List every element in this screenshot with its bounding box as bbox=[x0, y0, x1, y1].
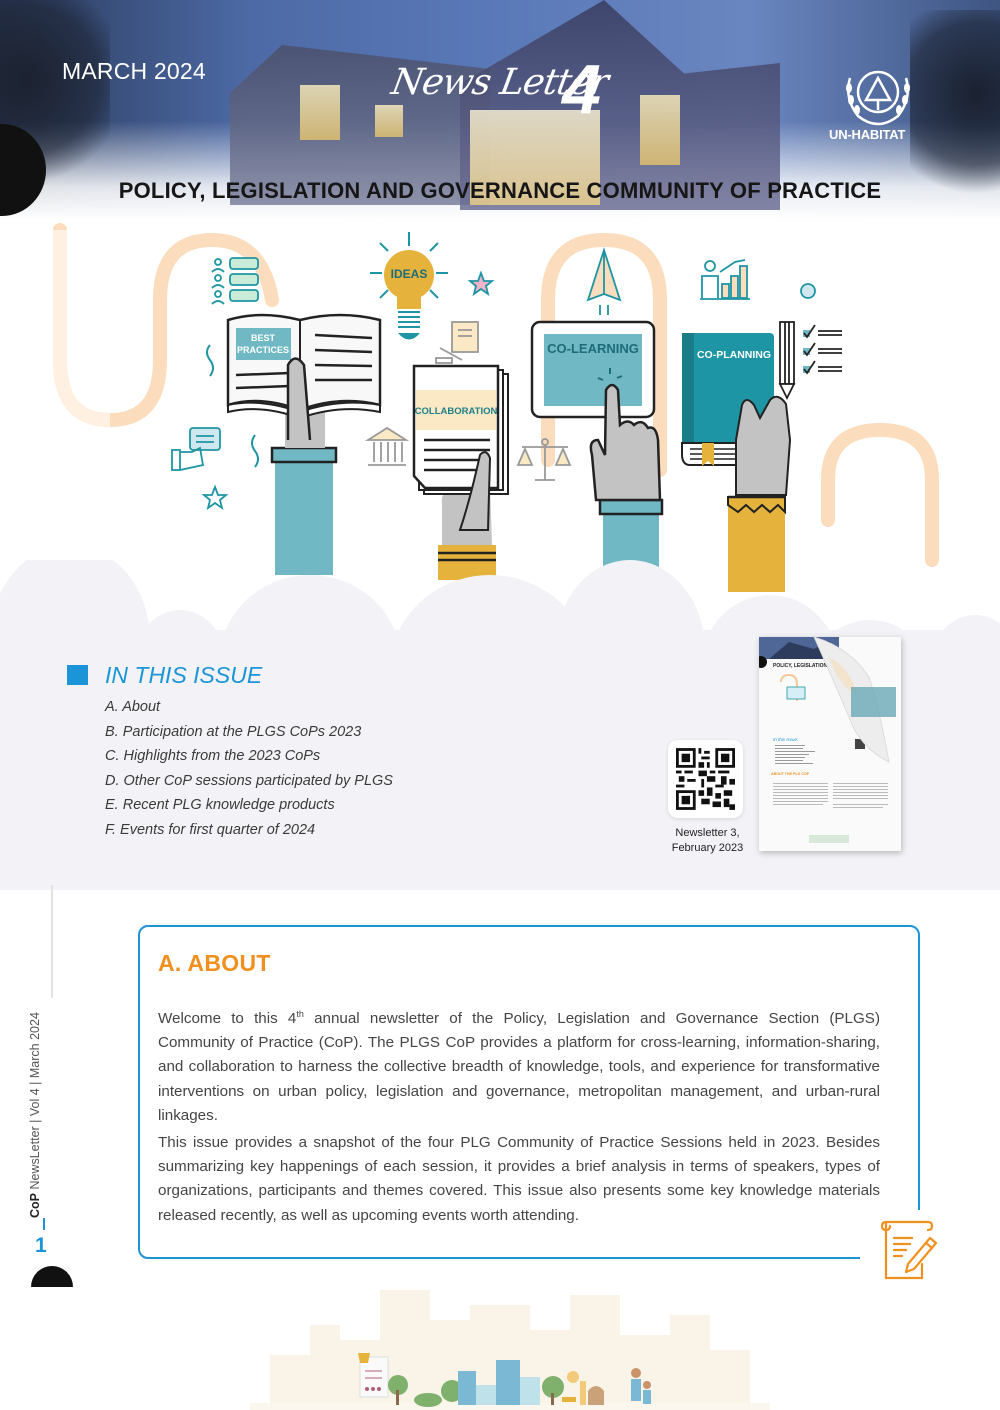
svg-text:ABOUT THE PLG COP: ABOUT THE PLG COP bbox=[771, 772, 810, 776]
thumbs-up-chat-icon bbox=[171, 427, 221, 471]
star-icon bbox=[467, 270, 495, 297]
svg-text:BEST: BEST bbox=[251, 333, 276, 343]
certificate-icon bbox=[358, 1353, 389, 1398]
svg-text:CO-PLANNING: CO-PLANNING bbox=[697, 349, 771, 361]
about-heading: A. ABOUT bbox=[158, 950, 271, 976]
toc-item[interactable]: B. Participation at the PLGS CoPs 2023 bbox=[105, 723, 362, 740]
qr-code-card[interactable] bbox=[668, 740, 743, 818]
about-paragraph: Welcome to this 4th annual newsletter of… bbox=[158, 1009, 880, 1124]
svg-text:PRACTICES: PRACTICES bbox=[237, 345, 289, 355]
about-paragraph: This issue provides a snapshot of the fo… bbox=[158, 1134, 880, 1224]
toc-item[interactable]: A. About bbox=[105, 699, 161, 715]
side-rail-line bbox=[51, 885, 53, 998]
notepad-pencil-icon bbox=[880, 1220, 938, 1280]
chat-people-icon bbox=[211, 257, 259, 305]
scales-icon bbox=[516, 438, 572, 481]
tree-silhouette bbox=[910, 10, 1000, 220]
qr-code-icon bbox=[676, 748, 735, 810]
page-number: 1 bbox=[35, 1234, 47, 1257]
checklist-icon bbox=[803, 324, 842, 375]
svg-text:CO-LEARNING: CO-LEARNING bbox=[547, 341, 639, 356]
rail-accent bbox=[43, 1218, 45, 1230]
tablet-icon: CO-LEARNING bbox=[530, 320, 656, 419]
svg-text:POLICY, LEGISLATION AN: POLICY, LEGISLATION AN bbox=[773, 663, 836, 669]
svg-text:IDEAS: IDEAS bbox=[391, 267, 428, 281]
section-marker-square bbox=[67, 665, 88, 685]
growth-chart-person-icon bbox=[700, 259, 750, 300]
gavel-document-icon bbox=[435, 321, 479, 364]
newsletter-number: 4 bbox=[562, 50, 601, 128]
building-photo bbox=[230, 45, 490, 205]
institution-building-icon bbox=[364, 426, 410, 466]
header-banner: MARCH 2024 News Letter 4 UN-HABITAT POLI… bbox=[0, 0, 1000, 220]
lightbulb-icon: IDEAS bbox=[370, 232, 448, 340]
toc-item[interactable]: D. Other CoP sessions participated by PL… bbox=[105, 772, 393, 789]
cover-thumbnail-image: POLICY, LEGISLATION AN In this Issue: AB… bbox=[759, 637, 901, 851]
pencil-icon bbox=[778, 321, 796, 401]
toc-item[interactable]: F. Events for first quarter of 2024 bbox=[105, 821, 316, 838]
page-title: POLICY, LEGISLATION AND GOVERNANCE COMMU… bbox=[118, 178, 882, 203]
svg-text:In this Issue:: In this Issue: bbox=[773, 737, 799, 742]
previous-issue-caption: Newsletter 3, February 2023 bbox=[671, 827, 744, 854]
about-section-box bbox=[138, 925, 920, 1259]
running-footer: CoP NewsLetter | Vol 4 | March 2024 bbox=[28, 1012, 42, 1218]
document-stack-icon: COLLABORATION bbox=[412, 364, 509, 495]
page-tab-decoration bbox=[31, 1266, 73, 1287]
svg-text:COLLABORATION: COLLABORATION bbox=[415, 406, 498, 417]
hero-illustration: BEST PRACTICES COLLABORATION CO-LEARNING bbox=[53, 223, 939, 592]
table-of-contents: A. About B. Participation at the PLGS Co… bbox=[105, 698, 393, 846]
city-skyline-illustration bbox=[250, 1290, 770, 1410]
toc-item[interactable]: C. Highlights from the 2023 CoPs bbox=[105, 748, 321, 765]
issue-date: MARCH 2024 bbox=[62, 58, 206, 84]
un-habitat-label: UN-HABITAT bbox=[829, 127, 906, 142]
previous-issue-cover[interactable]: POLICY, LEGISLATION AN In this Issue: AB… bbox=[759, 637, 901, 851]
in-this-issue-heading: IN THIS ISSUE bbox=[105, 662, 263, 688]
toc-item[interactable]: E. Recent PLG knowledge products bbox=[105, 797, 335, 814]
paper-plane-icon bbox=[586, 247, 622, 315]
star-icon bbox=[201, 484, 229, 511]
bubble-icon bbox=[800, 283, 816, 299]
un-habitat-logo-icon bbox=[846, 70, 910, 126]
